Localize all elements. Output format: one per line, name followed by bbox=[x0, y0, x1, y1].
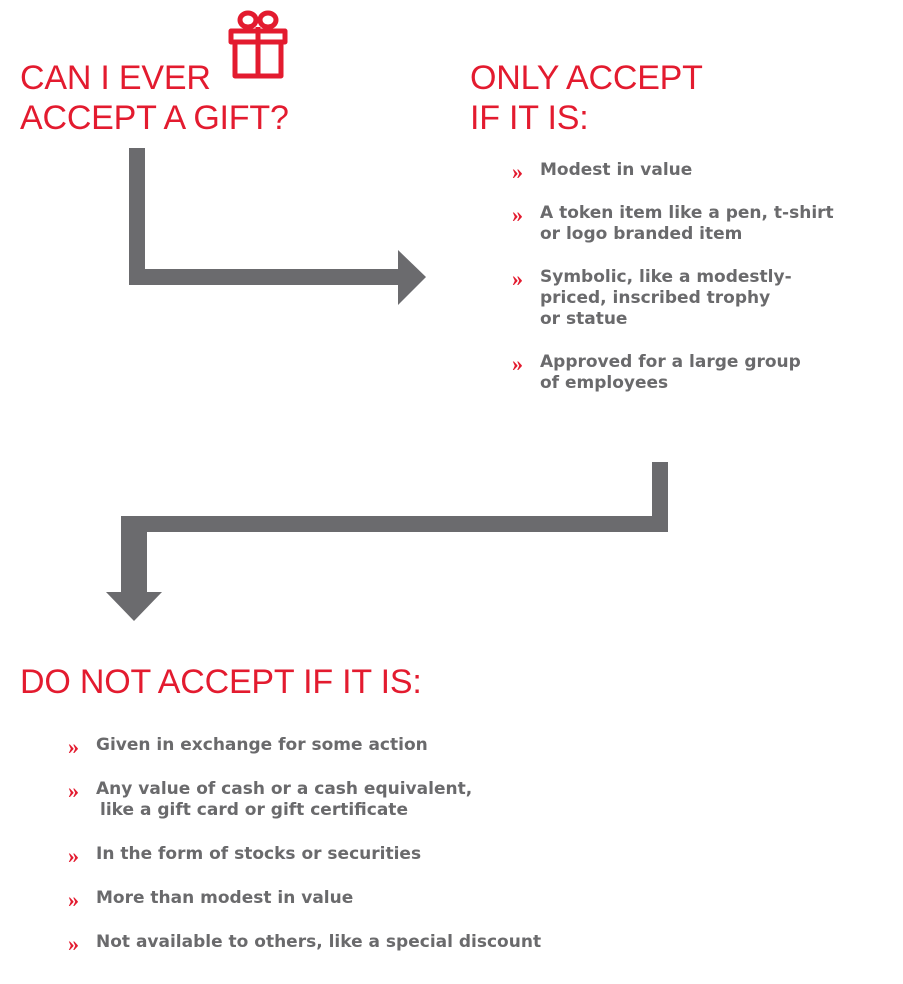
bullet-icon: » bbox=[68, 931, 79, 956]
arrow-question-to-accept bbox=[129, 148, 426, 305]
reject-item: » In the form of stocks or securities bbox=[68, 843, 688, 868]
accept-item-line: or logo branded item bbox=[540, 224, 743, 244]
accept-item-line: Symbolic, like a modestly- bbox=[540, 267, 792, 287]
bullet-icon: » bbox=[512, 202, 523, 227]
accept-title: ONLY ACCEPT IF IT IS: bbox=[470, 58, 703, 138]
gift-icon bbox=[228, 10, 288, 79]
reject-item-line: like a gift card or gift certificate bbox=[100, 800, 408, 820]
reject-item: » Any value of cash or a cash equivalent… bbox=[68, 779, 688, 821]
reject-item: » Not available to others, like a specia… bbox=[68, 931, 688, 956]
bullet-icon: » bbox=[68, 887, 79, 912]
bullet-icon: » bbox=[68, 843, 79, 868]
question-title-line-2: ACCEPT A GIFT? bbox=[20, 99, 289, 137]
reject-criteria-list: » Given in exchange for some action » An… bbox=[68, 735, 688, 976]
reject-item-line: Not available to others, like a special … bbox=[96, 932, 542, 952]
accept-item-line: A token item like a pen, t-shirt bbox=[540, 203, 834, 223]
reject-item-line: Any value of cash or a cash equivalent, bbox=[96, 779, 473, 799]
accept-item-line: priced, inscribed trophy bbox=[540, 288, 771, 308]
accept-title-line-1: ONLY ACCEPT bbox=[470, 59, 703, 97]
bullet-icon: » bbox=[512, 351, 523, 376]
reject-item-line: In the form of stocks or securities bbox=[96, 844, 422, 864]
accept-item: » A token item like a pen, t-shirt or lo… bbox=[512, 203, 892, 245]
reject-item: » More than modest in value bbox=[68, 887, 688, 912]
question-title: CAN I EVER ACCEPT A GIFT? bbox=[20, 58, 289, 138]
bullet-icon: » bbox=[68, 734, 79, 759]
question-title-line-1: CAN I EVER bbox=[20, 59, 211, 97]
reject-title: DO NOT ACCEPT IF IT IS: bbox=[20, 662, 422, 702]
bullet-icon: » bbox=[68, 778, 79, 803]
reject-item: » Given in exchange for some action bbox=[68, 734, 688, 759]
accept-item-line: or statue bbox=[540, 309, 628, 329]
accept-item: » Symbolic, like a modestly- priced, ins… bbox=[512, 267, 892, 330]
reject-title-text: DO NOT ACCEPT IF IT IS: bbox=[20, 663, 422, 701]
accept-item-line: of employees bbox=[540, 373, 669, 393]
arrow-accept-to-reject bbox=[106, 462, 668, 621]
reject-item-line: Given in exchange for some action bbox=[96, 735, 428, 755]
bullet-icon: » bbox=[512, 159, 523, 184]
accept-title-line-2: IF IT IS: bbox=[470, 99, 589, 137]
accept-item-line: Modest in value bbox=[540, 160, 693, 180]
accept-criteria-list: » Modest in value » A token item like a … bbox=[512, 160, 892, 416]
accept-item: » Modest in value bbox=[512, 159, 892, 184]
reject-item-line: More than modest in value bbox=[96, 888, 354, 908]
bullet-icon: » bbox=[512, 266, 523, 291]
accept-item: » Approved for a large group of employee… bbox=[512, 352, 892, 394]
accept-item-line: Approved for a large group bbox=[540, 352, 801, 372]
